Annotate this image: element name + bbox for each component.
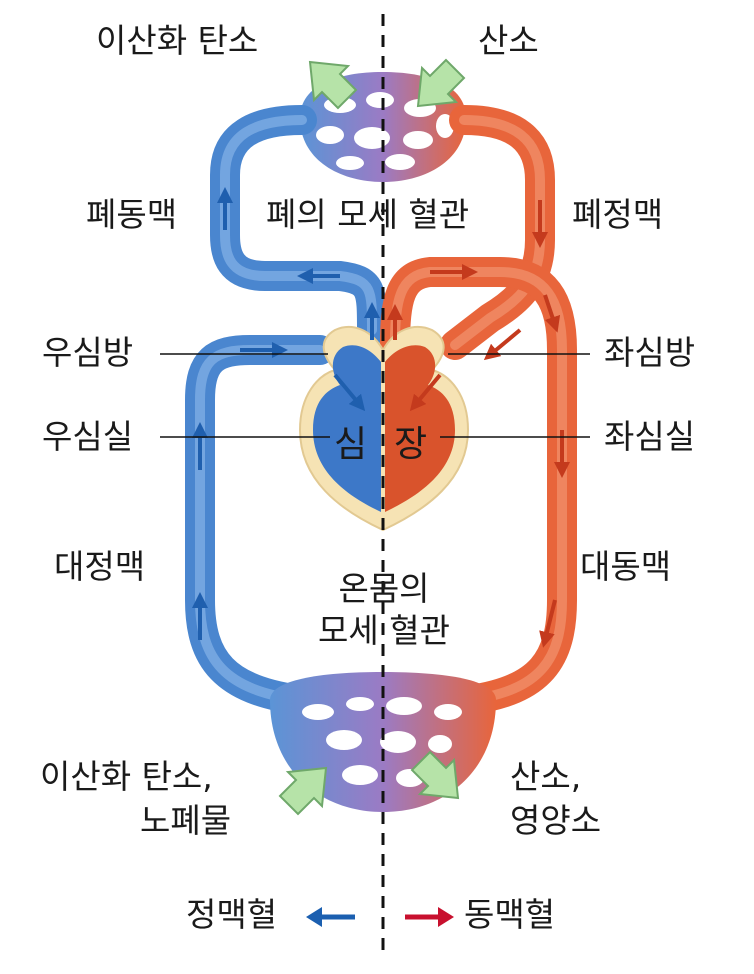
pulmonary-capillary-label: 폐의 모세 혈관: [266, 195, 470, 234]
legend-arterial-label: 동맥혈: [464, 895, 556, 934]
right-heart-chambers: [313, 345, 381, 512]
right-atrium-label: 우심방: [42, 333, 134, 372]
left-heart-chambers: [385, 345, 455, 512]
o2-top-label: 산소: [478, 21, 539, 60]
co2-in-bottom-arrow: [278, 766, 328, 816]
co2-top-label: 이산화 탄소: [96, 21, 259, 60]
arterial-flow-arrows: [387, 200, 570, 648]
legend-arterial-arrow: [405, 907, 454, 927]
legend-venous-arrow: [306, 907, 355, 927]
co2-bottom-label-line1: 이산화 탄소,: [40, 757, 213, 796]
co2-out-top-arrow: [308, 60, 358, 110]
left-ventricle-label: 좌심실: [604, 417, 696, 456]
left-atrium-label: 좌심방: [604, 333, 696, 372]
heart-label-right: 장: [394, 424, 428, 465]
o2-bottom-label-line1: 산소,: [510, 757, 582, 796]
o2-out-bottom-arrow: [410, 750, 460, 800]
o2-in-top-arrow: [416, 58, 466, 108]
right-ventricle-label: 우심실: [42, 417, 134, 456]
heart: [298, 325, 470, 532]
vena-cava-label: 대정맥: [54, 547, 146, 586]
body-capillary-label-line1: 온몸의: [338, 569, 430, 608]
aorta-label: 대동맥: [580, 547, 672, 586]
o2-bottom-label-line2: 영양소: [510, 801, 602, 840]
pulmonary-artery-label: 폐동맥: [86, 195, 178, 234]
body-capillary-label-line2: 모세 혈관: [318, 611, 450, 650]
pointer-lines: [160, 353, 590, 438]
pulmonary-vein-label: 폐정맥: [572, 195, 664, 234]
legend-venous-label: 정맥혈: [186, 895, 278, 934]
co2-bottom-label-line2: 노폐물: [140, 801, 232, 840]
exchange-arrows: [278, 58, 466, 816]
heart-label-left: 심: [334, 424, 368, 465]
